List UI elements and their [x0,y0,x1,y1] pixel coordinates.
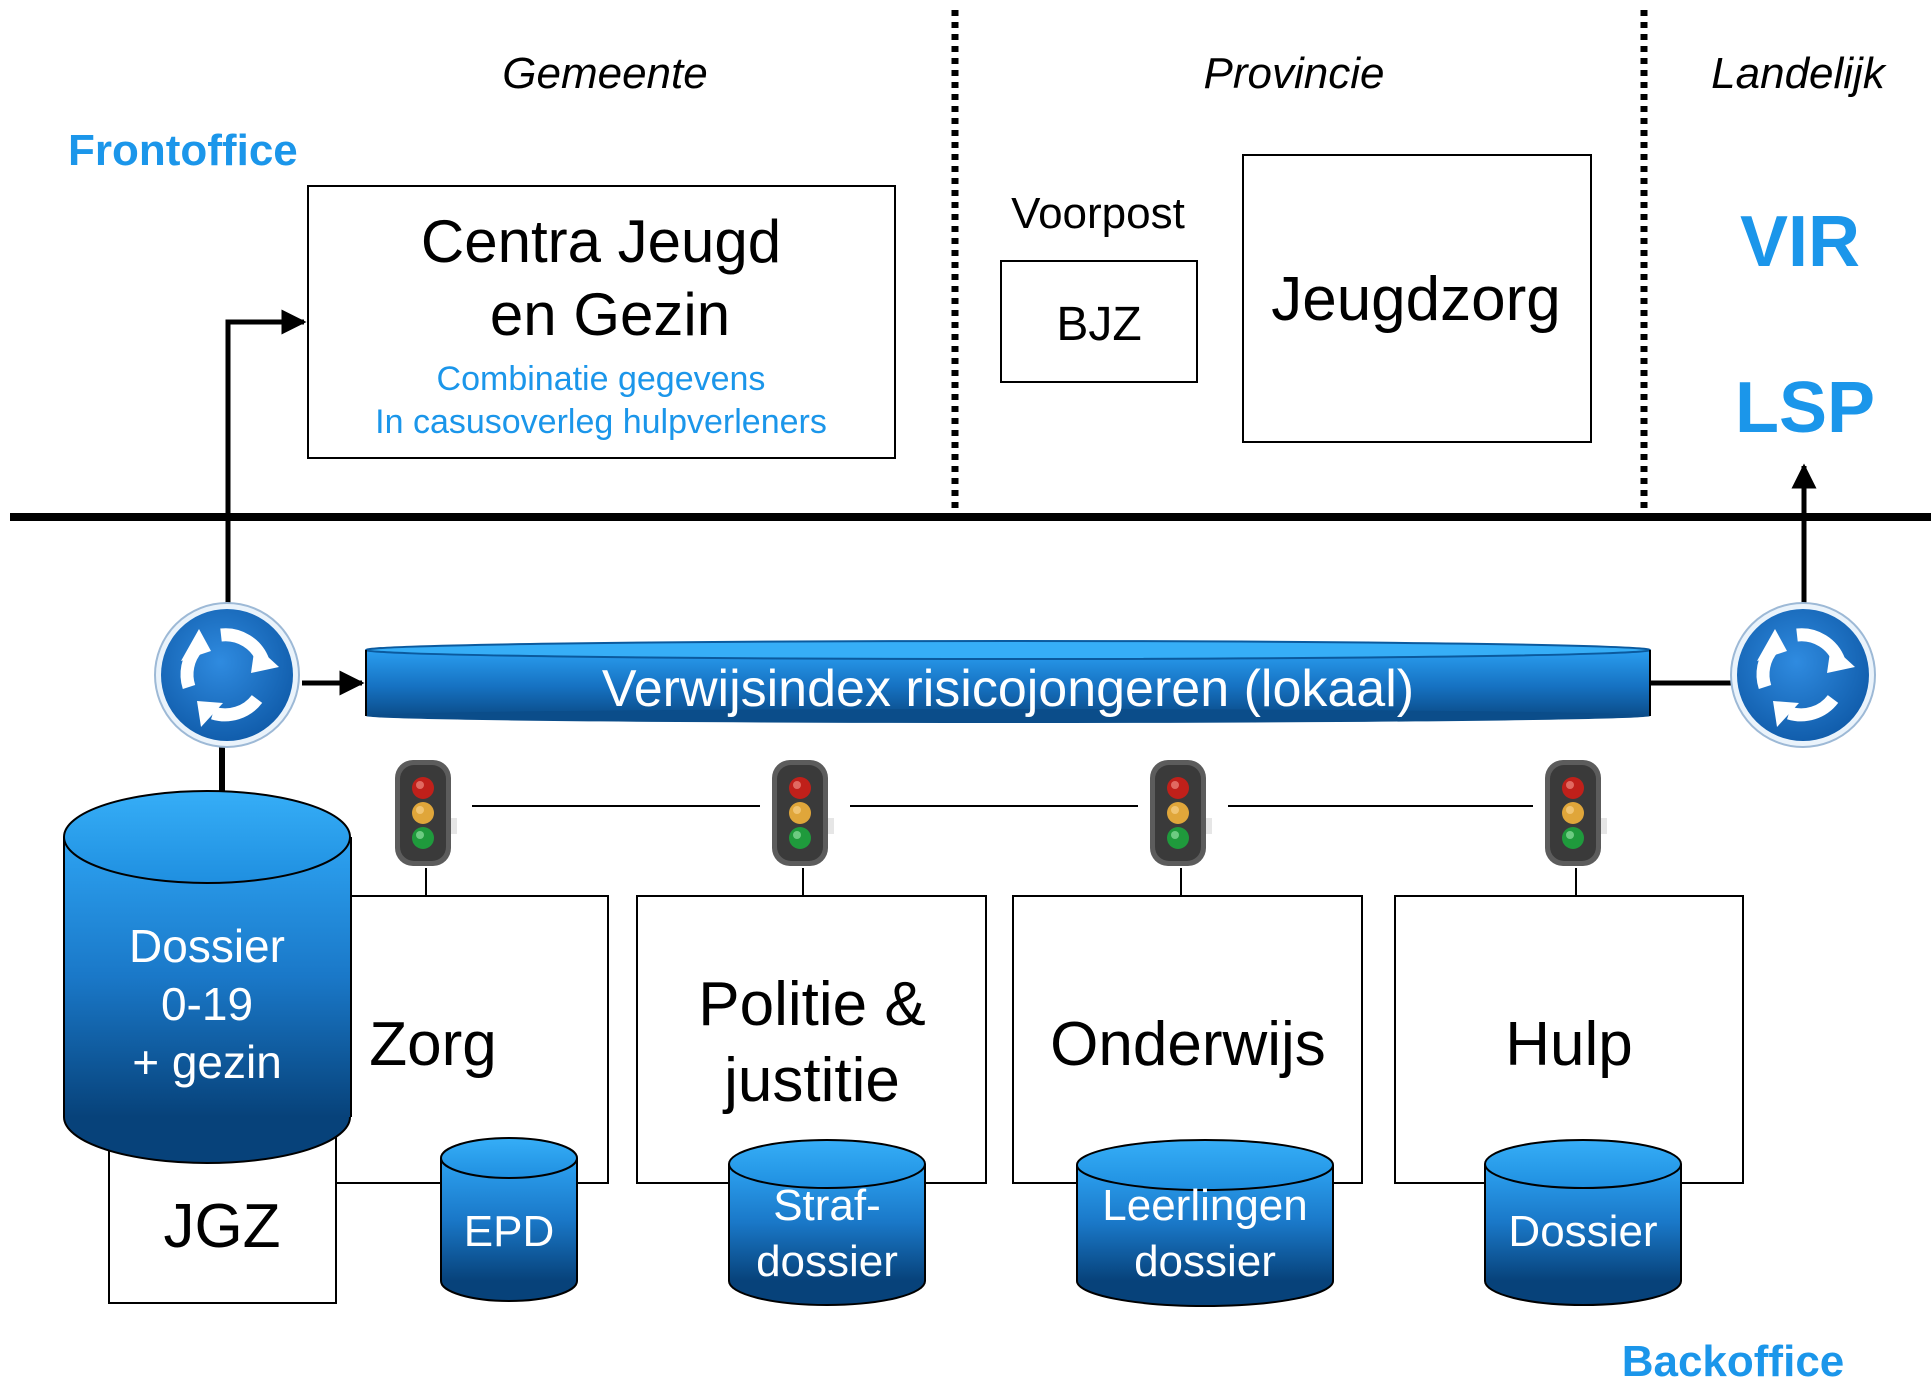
jgz-label: JGZ [163,1192,280,1261]
domain-box-politie-justitie [636,895,987,1184]
domain-politie-line1: Politie & [698,970,925,1039]
store-leerlingen-line2: dossier [1134,1237,1276,1286]
traffic-light-icon [772,760,834,866]
frontoffice-label: Frontoffice [68,126,298,175]
dossier-line1: Dossier [129,920,285,972]
connector-to-cjg [225,309,307,608]
verwijsindex-bar [365,640,1651,723]
store-cylinder-dossier [1484,1139,1682,1306]
traffic-light-icon [1150,760,1212,866]
cjg-box [307,185,896,459]
dossier-line3: + gezin [132,1036,282,1088]
store-dossier-label: Dossier [1508,1207,1657,1256]
traffic-light-icon [395,760,457,866]
store-epd-label: EPD [464,1207,554,1256]
cjg-note-line2: In casusoverleg hulpverleners [375,403,827,441]
store-cylinder-epd [440,1137,578,1302]
domain-box-hulp [1394,895,1744,1184]
store-leerlingen-line1: Leerlingen [1102,1181,1308,1230]
jeugdzorg-box [1242,154,1592,443]
cjg-title-line1: Centra Jeugd [421,208,781,275]
traffic-light-icon [1545,760,1607,866]
lsp-label: LSP [1735,368,1875,448]
cjg-title-line2: en Gezin [490,281,730,348]
region-provincie: Provincie [1204,49,1385,98]
voorpost-label: Voorpost [1011,189,1185,238]
roundabout-sign-icon [155,603,299,747]
jeugdzorg-label: Jeugdzorg [1271,265,1561,334]
cjg-note-line1: Combinatie gegevens [437,360,766,398]
dossier-line2: 0-19 [161,978,253,1030]
domain-box-onderwijs [1012,895,1363,1184]
dossier-cylinder [63,790,352,1164]
region-landelijk: Landelijk [1711,49,1887,98]
store-straf-line1: Straf- [773,1181,881,1230]
store-straf-line2: dossier [756,1237,898,1286]
domain-politie-line2: justitie [722,1046,900,1115]
domain-zorg-label: Zorg [369,1010,496,1079]
domain-onderwijs-label: Onderwijs [1050,1010,1326,1079]
domain-hulp-label: Hulp [1505,1010,1633,1079]
region-gemeente: Gemeente [502,49,707,98]
vir-label: VIR [1740,202,1860,282]
verwijsindex-label: Verwijsindex risicojongeren (lokaal) [602,660,1414,718]
bjz-box [1000,260,1198,383]
backoffice-label: Backoffice [1622,1337,1845,1384]
bjz-label: BJZ [1056,298,1141,351]
roundabout-sign-icon [1731,603,1875,747]
store-cylinder-strafdossier [728,1139,926,1306]
store-cylinder-leerlingendossier [1076,1139,1334,1307]
